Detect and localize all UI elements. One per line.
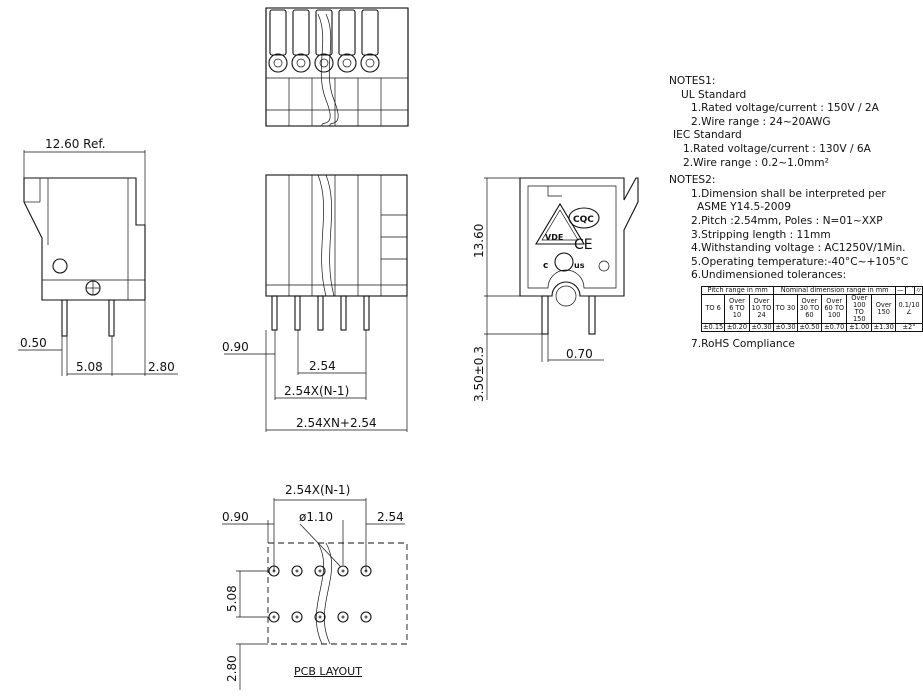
nominal-col-3: Over 60 TO 100: [821, 293, 848, 324]
ul-c-mark: c: [543, 261, 548, 271]
edge-offset-dim: 2.80: [148, 360, 175, 374]
pitch-col-1: TO 6: [700, 293, 726, 324]
pitch-dim: 2.54: [309, 359, 336, 373]
tolerance-table: Pitch range in mm Nominal dimension rang…: [700, 285, 923, 332]
angle-symbol: ∠: [906, 307, 912, 316]
note2-1a: 1.Dimension shall be interpreted per: [691, 187, 886, 200]
pin-width-dim: 0.50: [20, 336, 47, 350]
front-edge-dim: 0.90: [222, 340, 249, 354]
pcb-layout-title: PCB LAYOUT: [294, 665, 362, 678]
ul-note-2: 2.Wire range : 24~20AWG: [691, 115, 831, 128]
pcb-edge-dim: 0.90: [222, 510, 249, 524]
ce-mark: CE: [574, 237, 593, 253]
tol-cell: ±0.30: [773, 322, 798, 332]
notes-panel: NOTES1: UL Standard 1.Rated voltage/curr…: [669, 75, 923, 352]
vde-mark: VDE: [545, 233, 563, 242]
tol-cell: ±0.30: [748, 322, 775, 332]
cqc-mark: CQC: [573, 215, 594, 225]
note2-3: 3.Stripping length : 11mm: [691, 228, 831, 241]
notes1-title: NOTES1:: [669, 75, 716, 87]
nominal-range-header: Nominal dimension range in mm: [773, 285, 897, 295]
left-side-view: [18, 150, 178, 376]
pin-offset-dim: 5.08: [76, 360, 103, 374]
pitch-col-3: Over 10 TO 24: [748, 293, 775, 324]
pcb-pitch-dim: 2.54: [377, 510, 404, 524]
pitch-col-2: Over 6 TO 10: [724, 293, 750, 324]
tol-cell: ±0.20: [724, 322, 750, 332]
top-view: [265, 7, 409, 127]
ul-note-1: 1.Rated voltage/current : 150V / 2A: [691, 102, 879, 115]
ul-us-mark: us: [574, 261, 585, 270]
front-view: [224, 174, 408, 432]
pcb-layout: [222, 498, 408, 690]
pitch-range-header: Pitch range in mm: [700, 285, 775, 295]
pcb-row-dim: 5.08: [225, 585, 239, 612]
span-n1-dim: 2.54X(N-1): [284, 384, 349, 398]
nominal-col-4: Over 100 TO 150: [846, 293, 873, 324]
profile-symbol: ⌒: [904, 285, 916, 295]
ref-width-dim: 12.60 Ref.: [45, 137, 106, 151]
note2-5: 5.Operating temperature:-40°C~+105°C: [691, 255, 909, 268]
notes2-title: NOTES2:: [669, 174, 716, 187]
nominal-col-2: Over 30 TO 60: [796, 293, 823, 324]
note2-6: 6.Undimensioned tolerances:: [691, 269, 847, 282]
height-dim: 13.60: [472, 224, 486, 258]
tol-cell: ±1.00: [846, 322, 873, 332]
iec-note-2: 2.Wire range : 0.2~1.0mm²: [683, 156, 829, 169]
flat-tol-value: 0.1/10: [898, 300, 920, 309]
right-side-view: [484, 177, 639, 400]
tol-cell: ±0.50: [796, 322, 823, 332]
tol-cell: ±1.30: [871, 322, 897, 332]
note2-2: 2.Pitch :2.54mm, Poles : N=01~XXP: [691, 214, 883, 227]
tol-cell: ±0.70: [821, 322, 848, 332]
note2-1b: ASME Y14.5-2009: [697, 201, 792, 214]
iec-title: IEC Standard: [673, 129, 742, 142]
flatness-symbol: —: [895, 285, 906, 295]
tol-cell: ±0.15: [700, 322, 726, 332]
total-width-dim: 2.54XN+2.54: [296, 416, 377, 430]
cylindricity-symbol: ⌭: [914, 285, 923, 295]
nominal-col-5: Over 150: [871, 293, 897, 324]
pcb-bottom-dim: 2.80: [225, 655, 239, 682]
note2-4: 4.Withstanding voltage : AC1250V/1Min.: [691, 242, 906, 255]
tol-cell-angle: ±2°: [895, 322, 923, 332]
pcb-hole-dim: ø1.10: [299, 510, 333, 524]
pin-thickness-dim: 0.70: [566, 347, 593, 361]
pin-length-dim: 3.50±0.3: [472, 346, 486, 402]
note2-7: 7.RoHS Compliance: [691, 337, 795, 350]
ul-title: UL Standard: [681, 88, 747, 101]
flatness-tolerance: 0.1/10 ∠: [895, 293, 923, 324]
nominal-col-1: TO 30: [773, 293, 798, 324]
iec-note-1: 1.Rated voltage/current : 130V / 6A: [683, 142, 871, 155]
pcb-span-dim: 2.54X(N-1): [285, 483, 350, 497]
